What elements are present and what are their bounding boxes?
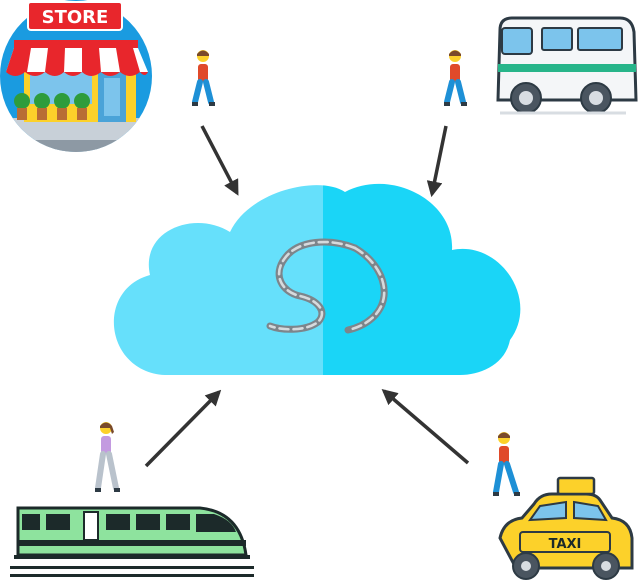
walking-person-icon	[192, 50, 215, 106]
arrow-store-to-cloud	[200, 125, 239, 196]
arrow-train-to-cloud	[144, 389, 222, 468]
store-sign-text: STORE	[42, 7, 109, 28]
store-plants	[14, 93, 90, 120]
taxi-icon: TAXI	[498, 476, 634, 580]
walking-person-icon	[95, 422, 120, 492]
store-awning	[6, 40, 148, 76]
store-icon: STORE	[0, 0, 152, 152]
arrow-taxi-to-cloud	[381, 388, 470, 465]
arrow-bus-to-cloud	[426, 125, 448, 198]
store-sign: STORE	[27, 1, 123, 31]
cloud-icon	[113, 183, 521, 375]
walking-person-icon	[493, 432, 520, 496]
arrows	[144, 125, 470, 468]
minibus-icon	[496, 16, 638, 115]
chain-icon	[266, 238, 388, 334]
train-icon	[10, 506, 254, 577]
walking-person-icon	[444, 50, 467, 106]
taxi-sign-text: TAXI	[549, 537, 582, 552]
